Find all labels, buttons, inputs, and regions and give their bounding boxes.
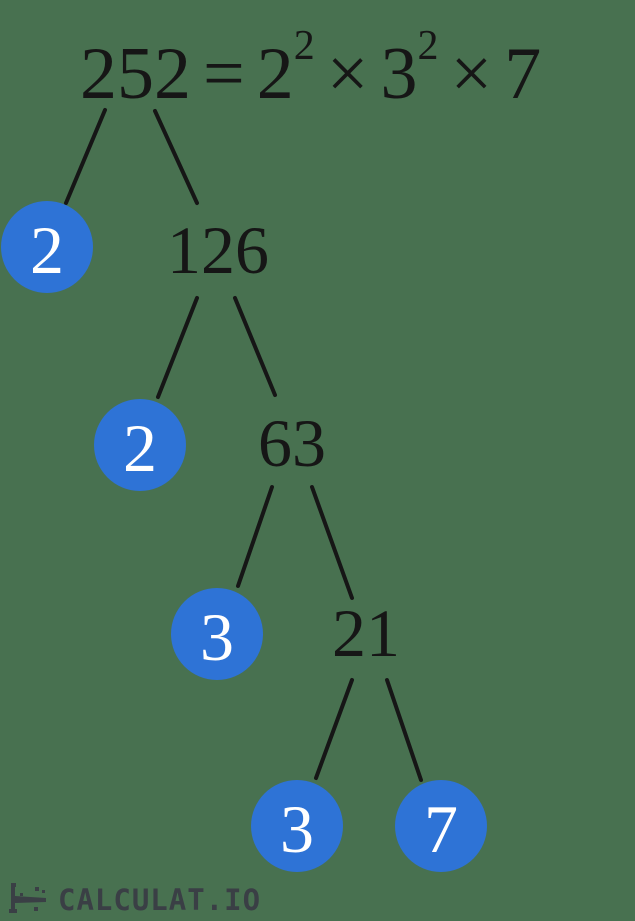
factor-base-1: 2 — [256, 33, 294, 115]
factor-base-2: 3 — [380, 33, 418, 115]
connector-line — [153, 109, 199, 205]
connector-line — [236, 485, 274, 588]
connector-line — [310, 485, 354, 600]
prime-node: 7 — [395, 780, 487, 872]
factor-base-3: 7 — [504, 33, 542, 115]
prime-node: 3 — [251, 780, 343, 872]
calculatio-flag-icon — [9, 883, 46, 913]
connector-line — [156, 296, 199, 399]
factor-exponent-1: 2 — [293, 23, 315, 69]
connector-line — [314, 678, 354, 780]
prime-node: 2 — [1, 201, 93, 293]
prime-node: 2 — [94, 399, 186, 491]
brand-logo-text: CALCULAT.IO — [58, 883, 262, 917]
brand-footer: CALCULAT.IO — [8, 883, 261, 917]
composite-node: 21 — [332, 595, 400, 671]
connector-line — [64, 108, 107, 205]
composite-node: 126 — [167, 212, 269, 288]
multiply-sign: × — [450, 33, 493, 115]
equation-lhs: 252 — [80, 33, 191, 115]
prime-factorization-equation: 252=22×32×7 — [80, 25, 541, 111]
prime-node: 3 — [171, 588, 263, 680]
composite-node: 63 — [258, 405, 326, 481]
connector-line — [233, 296, 277, 397]
connector-line — [385, 678, 423, 782]
equals-sign: = — [203, 33, 245, 115]
multiply-sign: × — [326, 33, 369, 115]
factor-exponent-2: 2 — [417, 23, 439, 69]
